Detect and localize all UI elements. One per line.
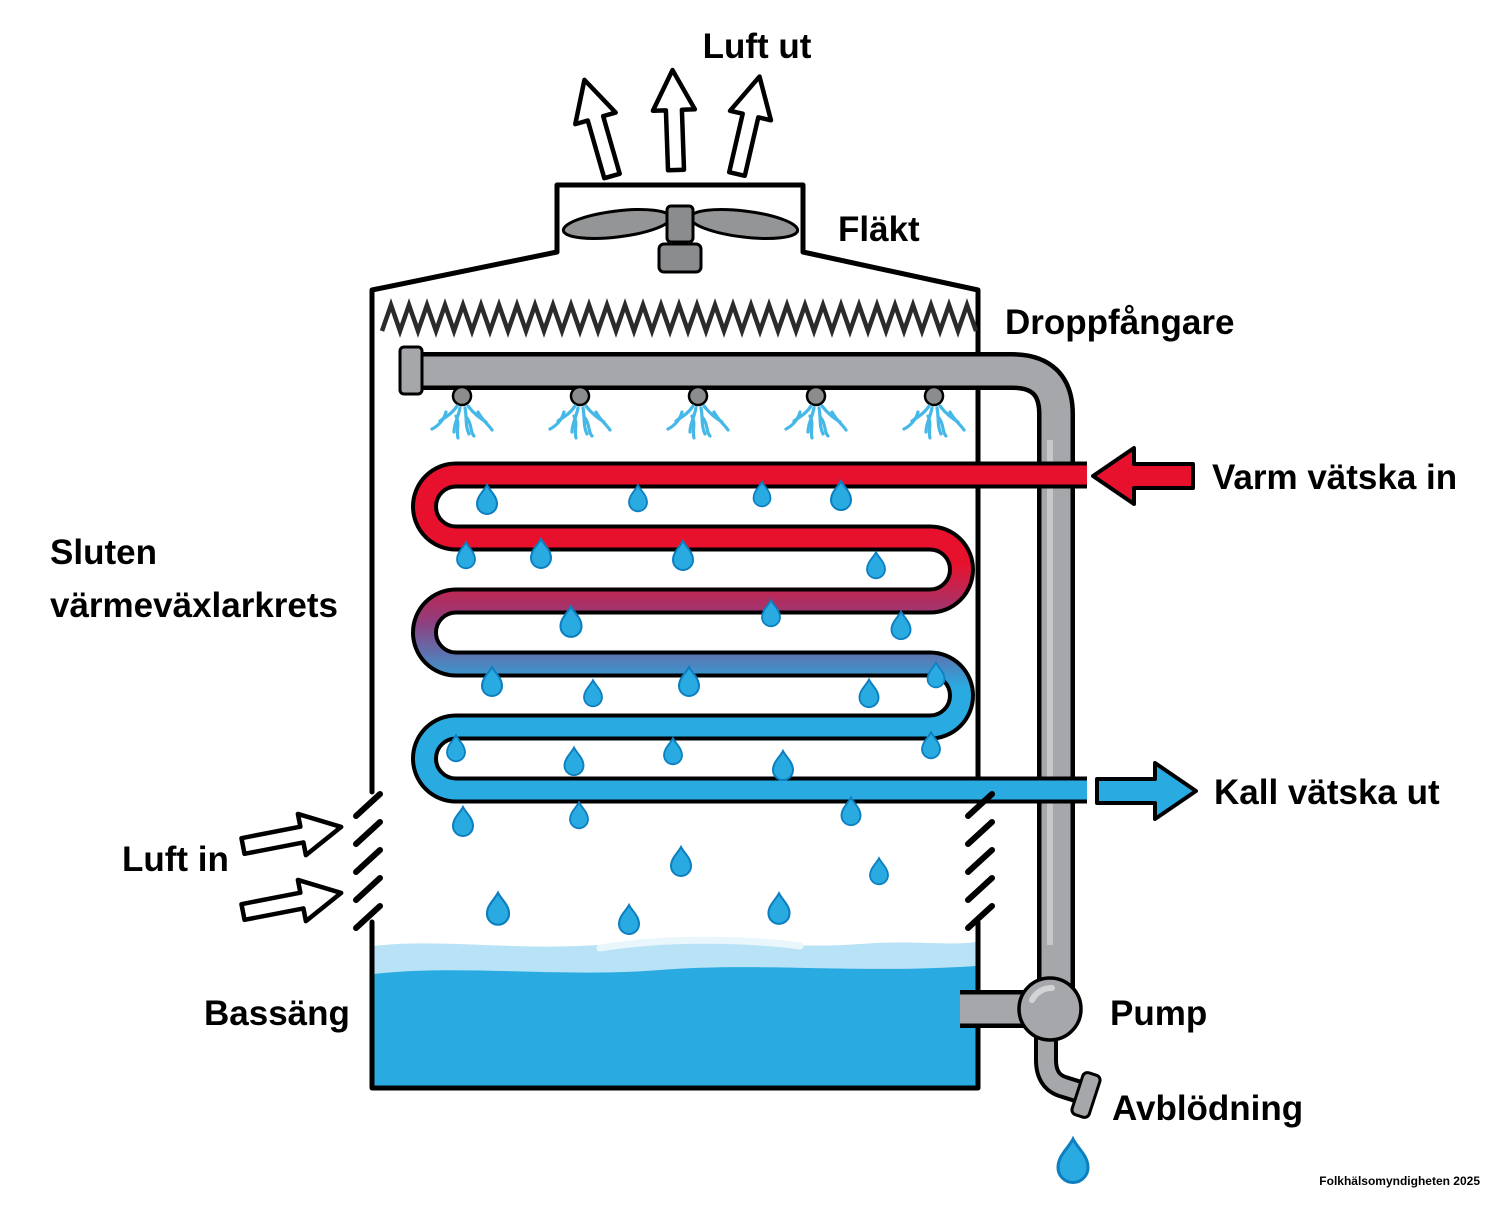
spray-nozzle-icon [902, 385, 966, 440]
spray-header-riser-pipe [420, 356, 1071, 988]
droplet-icon [628, 484, 648, 513]
droplet-icon [869, 857, 889, 886]
circulation-pipes [398, 345, 1084, 1104]
spray-nozzle-icon [548, 385, 612, 440]
basin [374, 936, 976, 1086]
air-out-arrow-icon [717, 72, 780, 179]
air-inlet-louvers [353, 791, 995, 931]
label-closed-circuit-line1: Sluten [50, 533, 157, 572]
pump-body [1017, 976, 1083, 1042]
spray-header-cap [398, 345, 424, 396]
bleed-pipe [1038, 1026, 1083, 1100]
label-fan: Fläkt [838, 210, 920, 249]
pump-highlight [1029, 985, 1055, 1003]
label-closed-circuit-line2: värmeväxlarkrets [50, 586, 338, 625]
label-air-in: Luft in [122, 840, 229, 879]
credit-text: Folkhälsomyndigheten 2025 [1319, 1174, 1480, 1188]
bleed-outlet [1070, 1071, 1102, 1119]
air-in-arrow-icon [239, 806, 345, 866]
fan-motor [657, 242, 703, 274]
spray-nozzles [430, 385, 966, 440]
spray-nozzle-icon [430, 385, 494, 440]
droplet-icon [858, 678, 880, 709]
air-in-arrows [239, 806, 345, 932]
spray-nozzle-icon [666, 385, 730, 440]
label-cold-liquid-out: Kall vätska ut [1214, 773, 1440, 812]
droplet-icon [772, 750, 794, 781]
droplet-icon [618, 904, 640, 935]
fan-hub [665, 204, 695, 244]
basin-foam [596, 936, 804, 952]
droplet-icon [569, 801, 589, 830]
fan-blade-left-icon [561, 208, 673, 240]
fan-blade-right-icon [688, 208, 800, 240]
label-pump: Pump [1110, 994, 1207, 1033]
droplet-icon [866, 551, 886, 580]
louver-left [353, 791, 383, 931]
heat-exchanger-coil [411, 461, 1087, 804]
fan [561, 204, 800, 274]
droplet-icon [452, 806, 474, 837]
label-drift-eliminator: Droppfångare [1005, 303, 1234, 342]
droplet-icon [583, 679, 603, 708]
label-air-out: Luft ut [703, 27, 812, 66]
coil-outline [411, 461, 1087, 804]
droplet-icon [670, 846, 692, 877]
coil-pipe [415, 465, 1087, 800]
spray-nozzle-icon [784, 385, 848, 440]
tower-outline [369, 182, 981, 1091]
droplet-icon [485, 891, 511, 926]
droplet-icon [890, 610, 912, 641]
air-out-arrows [564, 69, 780, 181]
droplet-icon [663, 737, 683, 766]
label-bleed-off: Avblödning [1112, 1089, 1303, 1128]
droplet-icon [767, 892, 791, 925]
droplet-icon [563, 746, 585, 777]
bleed-droplet-icon [1056, 1137, 1090, 1184]
warm-liquid-in-arrow-icon [1091, 446, 1195, 506]
bleed-flange [1070, 1071, 1102, 1119]
label-basin: Bassäng [204, 994, 350, 1033]
air-out-arrow-icon [652, 69, 697, 170]
air-out-arrow-icon [564, 74, 632, 182]
droplet-icon [476, 484, 498, 515]
drift-eliminator [379, 298, 979, 338]
basin-water-main [374, 966, 976, 1086]
cold-liquid-out-arrow-icon [1095, 761, 1198, 821]
louver-right [965, 791, 995, 931]
label-warm-liquid-in: Varm vätska in [1212, 458, 1457, 497]
air-in-arrow-icon [239, 872, 345, 932]
